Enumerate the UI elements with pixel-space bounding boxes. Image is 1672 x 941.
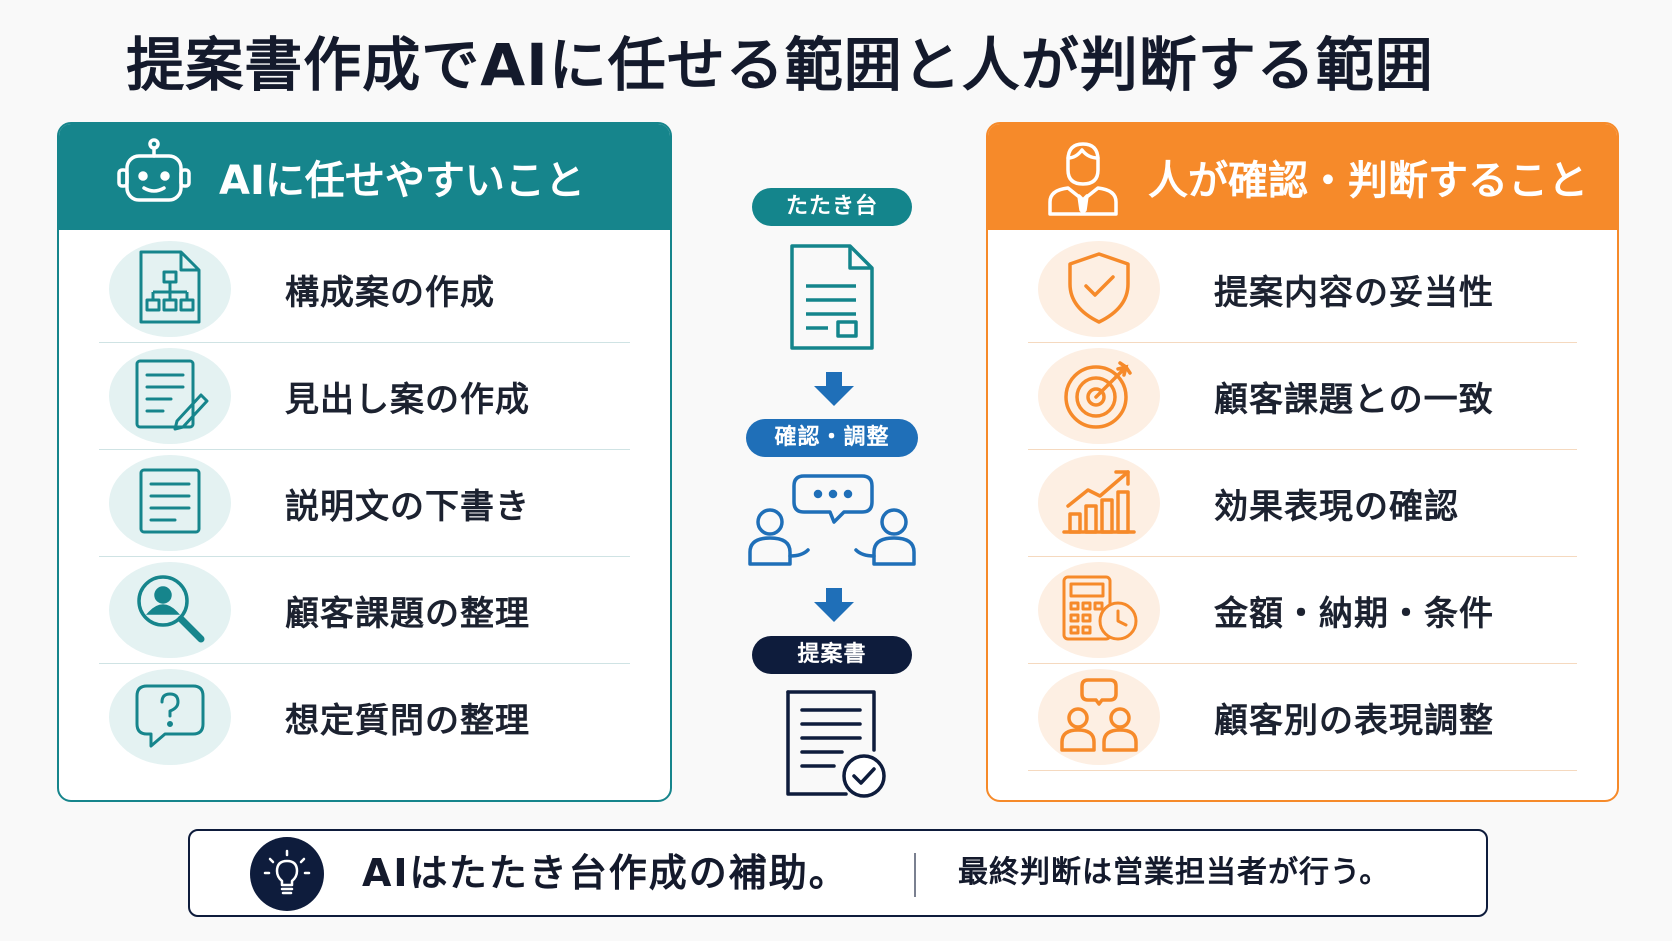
text-lines-icon [131,462,209,544]
calculator-clock-icon [1060,569,1138,651]
user-search-icon [131,569,209,651]
list-item-label: 見出し案の作成 [285,379,530,420]
edit-document-icon [131,355,209,437]
list-item: 顧客課題の整理 [99,557,630,664]
list-item: 金額・納期・条件 [1028,557,1577,664]
down-arrow-icon [814,372,854,406]
ai-tasks-header: AIに任せやすいこと [59,124,670,230]
target-icon [1060,355,1138,437]
question-bubble-icon [131,676,209,758]
summary-banner: AIはたたき台作成の補助。 最終判断は営業担当者が行う。 [188,829,1488,917]
list-item-label: 顧客別の表現調整 [1214,700,1494,741]
people-discussion-icon [1060,676,1138,758]
list-item-label: 顧客課題の整理 [285,593,530,634]
divider [914,853,916,897]
list-item: 見出し案の作成 [99,343,630,450]
flowchart-document-icon [131,248,209,330]
flow-step-review: 確認・調整 [746,419,918,457]
list-item-label: 金額・納期・条件 [1214,593,1494,634]
list-item-label: 顧客課題との一致 [1214,379,1494,420]
list-item-label: 効果表現の確認 [1214,486,1459,527]
shield-check-icon [1060,248,1138,330]
list-item: 顧客課題との一致 [1028,343,1577,450]
list-item: 説明文の下書き [99,450,630,557]
ai-tasks-panel: AIに任せやすいこと 構成案の作成 [57,122,672,802]
list-item-label: 想定質問の整理 [285,700,530,741]
businessperson-icon [1042,136,1124,218]
list-item-label: 提案内容の妥当性 [1214,272,1494,313]
ai-tasks-heading: AIに任せやすいこと [219,158,585,204]
list-item-label: 構成案の作成 [285,272,495,313]
robot-icon [113,136,195,218]
list-item: 想定質問の整理 [99,664,630,770]
flow-step-proposal: 提案書 [752,636,912,674]
summary-sub-text: 最終判断は営業担当者が行う。 [958,855,1391,890]
list-item-label: 説明文の下書き [285,486,530,527]
discussion-icon [746,470,918,570]
flow-step-draft: たたき台 [752,188,912,226]
growth-chart-icon [1060,462,1138,544]
draft-document-icon [788,242,876,352]
lightbulb-icon [250,837,324,911]
human-tasks-panel: 人が確認・判断すること 提案内容の妥当性 顧客課題との一致 [986,122,1619,802]
list-item: 効果表現の確認 [1028,450,1577,557]
list-item: 提案内容の妥当性 [1028,236,1577,343]
list-item: 構成案の作成 [99,236,630,343]
human-tasks-heading: 人が確認・判断すること [1148,158,1588,204]
approved-document-icon [784,688,888,800]
human-tasks-header: 人が確認・判断すること [988,124,1617,230]
list-item: 顧客別の表現調整 [1028,664,1577,771]
summary-main-text: AIはたたき台作成の補助。 [362,851,849,895]
page-title: 提案書作成でAIに任せる範囲と人が判断する範囲 [126,31,1434,99]
down-arrow-icon [814,588,854,622]
